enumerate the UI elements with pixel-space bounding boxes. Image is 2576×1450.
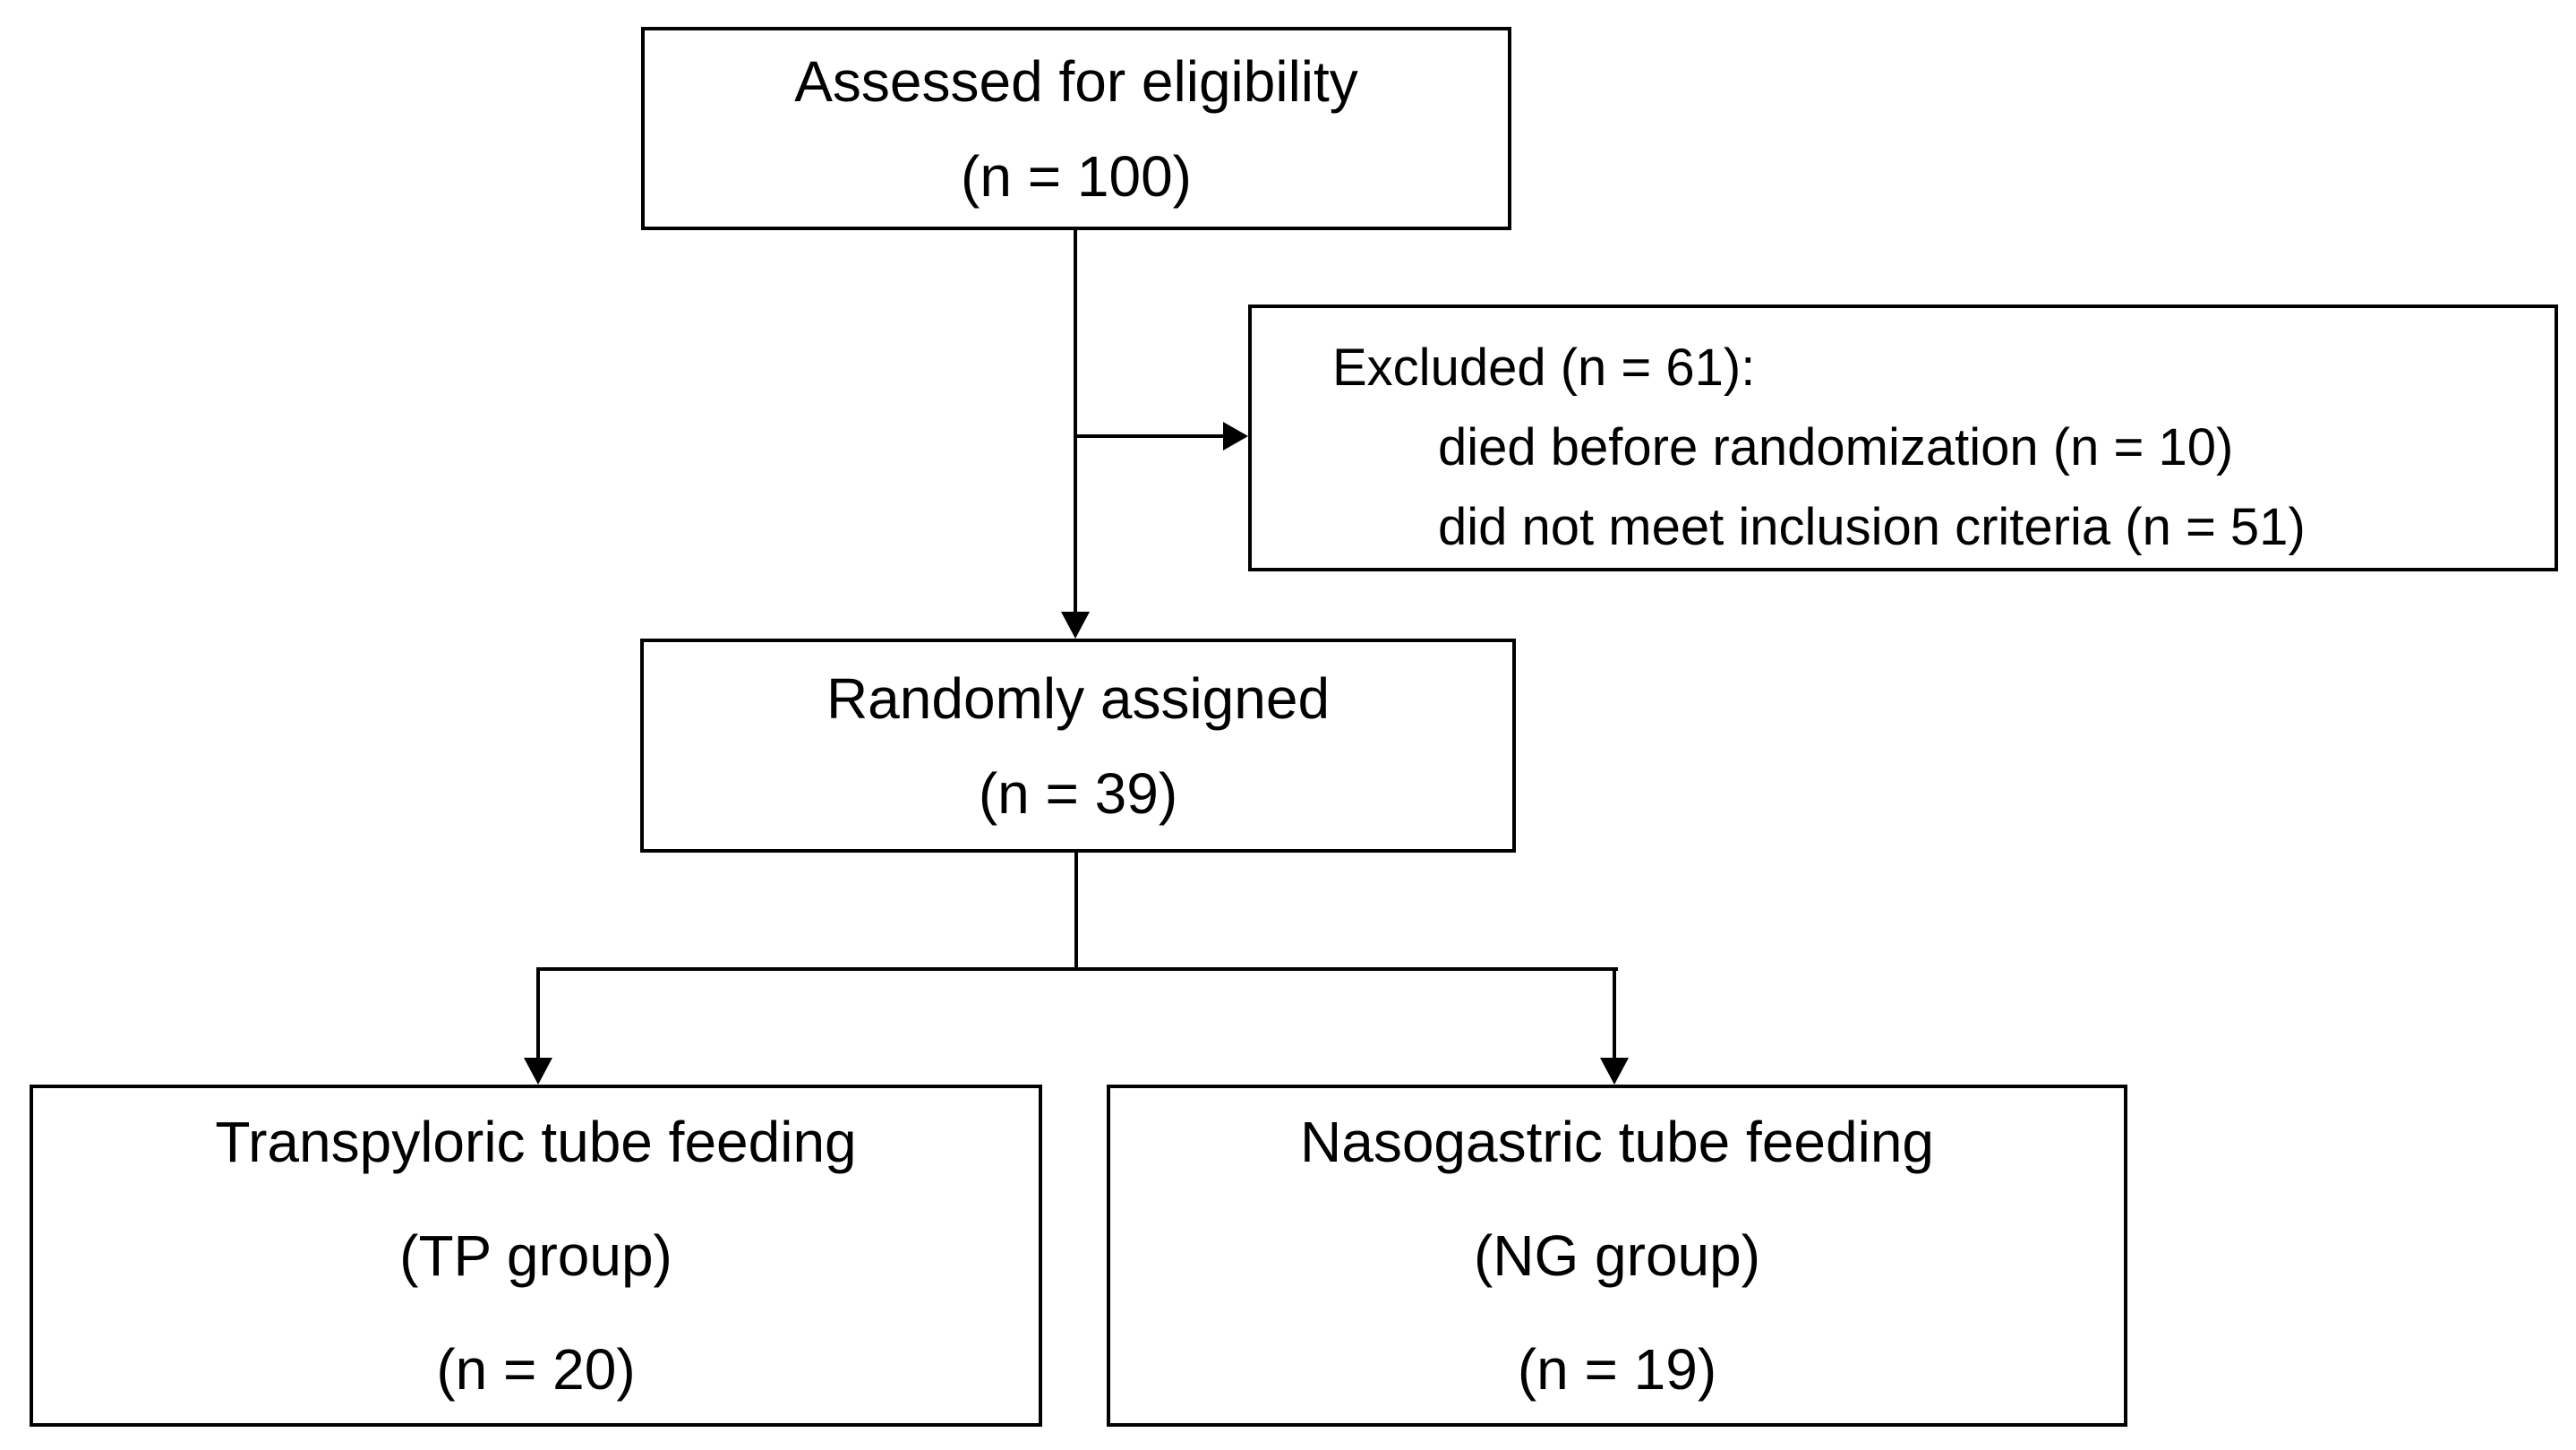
node-group-line: (NG group)	[1473, 1223, 1761, 1288]
node-text-line: Transpyloric tube feeding	[215, 1109, 857, 1174]
nasogastric-group-node: Nasogastric tube feeding (NG group) (n =…	[1107, 1085, 2127, 1427]
transpyloric-group-node: Transpyloric tube feeding (TP group) (n …	[30, 1085, 1042, 1427]
connector-branch-to-excluded	[1075, 434, 1225, 438]
node-count-line: (n = 20)	[436, 1336, 636, 1402]
node-count-line: (n = 39)	[978, 760, 1178, 826]
node-count-line: (n = 19)	[1517, 1336, 1717, 1402]
arrowhead-down-icon	[524, 1058, 552, 1085]
node-text-line: Excluded (n = 61):	[1332, 339, 1756, 397]
connector-randomized-to-branch	[1074, 853, 1078, 971]
connector-branch-rail	[536, 967, 1618, 971]
arrowhead-down-icon	[1061, 612, 1090, 639]
connector-branch-to-tp	[536, 967, 540, 1061]
excluded-node: Excluded (n = 61): died before randomiza…	[1248, 305, 2558, 571]
connector-branch-to-ng	[1613, 967, 1616, 1061]
randomly-assigned-node: Randomly assigned (n = 39)	[640, 639, 1516, 853]
arrowhead-right-icon	[1223, 422, 1248, 450]
node-text-line: Randomly assigned	[826, 665, 1331, 731]
node-text-line: Assessed for eligibility	[794, 48, 1358, 114]
node-group-line: (TP group)	[399, 1223, 672, 1288]
excluded-reason-line: died before randomization (n = 10)	[1438, 418, 2234, 476]
arrowhead-down-icon	[1600, 1058, 1629, 1085]
excluded-reason-line: did not meet inclusion criteria (n = 51)	[1438, 498, 2306, 556]
node-count-line: (n = 100)	[961, 143, 1192, 209]
node-text-line: Nasogastric tube feeding	[1300, 1109, 1934, 1174]
connector-assessed-to-randomized	[1074, 230, 1077, 615]
assessed-for-eligibility-node: Assessed for eligibility (n = 100)	[641, 27, 1511, 230]
